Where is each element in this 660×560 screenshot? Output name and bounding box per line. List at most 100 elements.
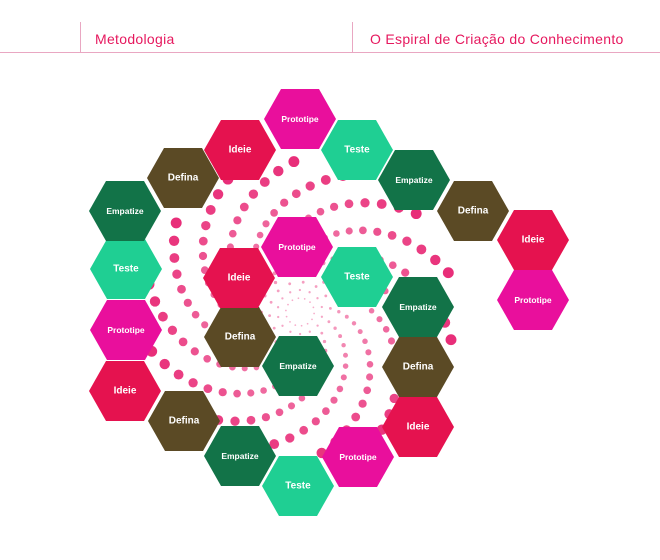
- spiral-dot: [445, 334, 457, 346]
- spiral-dot: [289, 330, 292, 333]
- spiral-dot: [316, 207, 325, 216]
- hexagon-prototipe: Prototipe: [497, 270, 569, 330]
- hexagon-shape: [437, 181, 509, 241]
- hexagon-teste: Teste: [321, 120, 393, 180]
- spiral-dot: [188, 378, 198, 388]
- spiral-dot: [201, 220, 211, 231]
- spiral-dot: [363, 386, 372, 395]
- hexagon-defina: Defina: [147, 148, 219, 208]
- hexagon-shape: [264, 89, 336, 149]
- spiral-dot: [205, 204, 216, 215]
- spiral-dot: [262, 220, 270, 228]
- hexagon-label: Defina: [169, 416, 200, 427]
- spiral-dot: [228, 229, 237, 238]
- hexagon-shape: [89, 181, 161, 241]
- hexagon-prototipe: Prototipe: [264, 89, 336, 149]
- spiral-dot: [173, 369, 184, 380]
- spiral-dot: [316, 324, 319, 327]
- spiral-dot: [313, 312, 315, 315]
- spiral-dot: [338, 334, 343, 339]
- spiral-dot: [362, 338, 368, 345]
- spiral-dot: [298, 394, 306, 402]
- spiral-dot: [341, 342, 346, 348]
- spiral-dot: [169, 253, 180, 263]
- spiral-dot: [322, 407, 330, 415]
- spiral-dot: [269, 439, 280, 450]
- spiral-dot: [167, 325, 178, 335]
- spiral-dot: [320, 315, 324, 318]
- hexagon-label: Teste: [344, 272, 370, 283]
- spiral-dot: [312, 306, 315, 309]
- spiral-dot: [198, 251, 208, 261]
- spiral-dot: [246, 415, 256, 425]
- spiral-dot: [410, 208, 422, 220]
- hexagon-ideie: Ideie: [89, 361, 161, 421]
- spiral-dot: [289, 321, 291, 323]
- hexagon-defina: Defina: [382, 337, 454, 397]
- spiral-dot: [149, 296, 161, 307]
- hexagon-defina: Defina: [204, 307, 276, 367]
- spiral-dot: [336, 385, 344, 393]
- spiral-dot: [268, 314, 272, 318]
- hexagon-label: Empatize: [395, 175, 433, 185]
- spiral-dot: [416, 244, 427, 255]
- hexagon-label: Empatize: [279, 361, 317, 371]
- spiral-dot: [157, 311, 168, 322]
- spiral-dot: [373, 227, 382, 236]
- spiral-dot: [329, 202, 339, 211]
- spiral-dot: [159, 358, 170, 370]
- spiral-dot: [314, 285, 318, 288]
- spiral-dot: [320, 331, 324, 335]
- design-thinking-spiral-diagram: EmpatizeDefinaIdeiePrototipeTesteEmpatiz…: [89, 89, 569, 516]
- spiral-dot: [358, 399, 367, 408]
- hexagon-shape: [262, 456, 334, 516]
- spiral-dot: [442, 267, 454, 279]
- spiral-dot: [270, 209, 278, 217]
- hexagon-prototipe: Prototipe: [90, 300, 162, 360]
- spiral-dot: [365, 349, 372, 356]
- spiral-dot: [360, 198, 370, 208]
- spiral-dot: [259, 177, 270, 187]
- spiral-dot: [387, 231, 397, 240]
- spiral-dot: [320, 305, 323, 309]
- spiral-dot: [280, 198, 289, 207]
- hexagon-label: Ideie: [228, 273, 251, 284]
- spiral-dot: [344, 199, 354, 209]
- spiral-dot: [357, 329, 363, 335]
- spiral-dot: [351, 321, 357, 326]
- hexagon-shape: [262, 336, 334, 396]
- hexagon-prototipe: Prototipe: [322, 427, 394, 487]
- spiral-dot: [337, 310, 341, 314]
- spiral-dot: [285, 315, 288, 318]
- spiral-dot: [327, 320, 331, 324]
- spiral-dot: [299, 425, 309, 435]
- hexagon-label: Ideie: [114, 386, 137, 397]
- spiral-dot: [275, 408, 284, 417]
- hexagon-ideie: Ideie: [204, 120, 276, 180]
- spiral-dot: [322, 339, 327, 344]
- spiral-dot: [298, 288, 302, 292]
- spiral-dot: [308, 291, 311, 294]
- spiral-dot: [269, 300, 273, 304]
- hexagon-label: Teste: [113, 264, 139, 275]
- hexagon-shape: [90, 300, 162, 360]
- hexagon-label: Prototipe: [281, 114, 319, 124]
- spiral-dot: [368, 308, 375, 314]
- hexagon-shape: [322, 427, 394, 487]
- spiral-dot: [300, 324, 303, 327]
- spiral-dot: [281, 297, 284, 300]
- hexagon-defina: Defina: [437, 181, 509, 241]
- spiral-dot: [233, 389, 241, 398]
- spiral-dot: [402, 236, 412, 246]
- spiral-dot: [170, 217, 182, 229]
- spiral-dot: [316, 297, 319, 300]
- spiral-dot: [366, 361, 374, 368]
- spiral-dot: [305, 181, 315, 191]
- spiral-dot: [261, 413, 271, 422]
- hexagon-label: Prototipe: [107, 325, 145, 335]
- spiral-dot: [344, 314, 349, 319]
- hexagon-shape: [90, 239, 162, 299]
- hexagon-empatize: Empatize: [378, 150, 450, 210]
- hexagon-label: Empatize: [399, 302, 437, 312]
- spiral-dot: [285, 433, 295, 443]
